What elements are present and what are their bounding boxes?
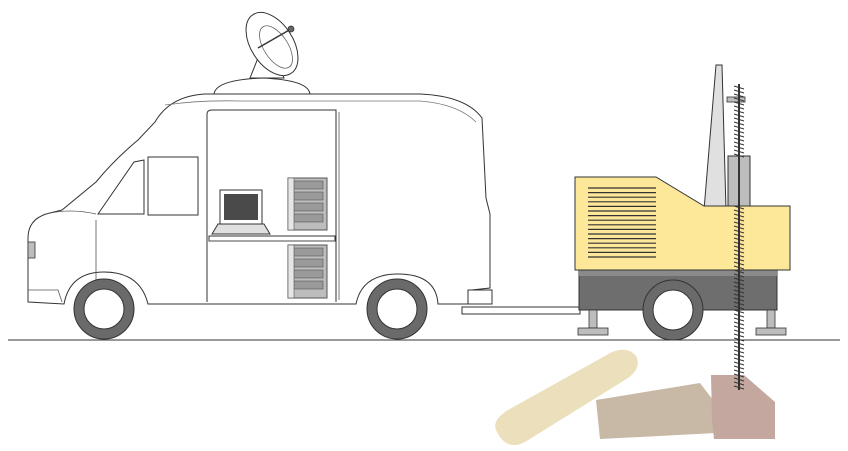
stabilizer-leg-right: [756, 310, 786, 335]
dish-feed-horn: [288, 26, 294, 32]
van-front-wheel: [74, 279, 134, 339]
van-headlight: [28, 242, 35, 258]
generator-housing: [575, 177, 790, 270]
stabilizer-leg-left: [578, 310, 608, 335]
equipment-rack-lower: [288, 245, 327, 298]
tow-bar: [462, 307, 580, 314]
van-rear-bumper: [468, 290, 492, 304]
van-rear-wheel: [367, 279, 427, 339]
mast-plate: [704, 65, 726, 210]
satellite-dish: [214, 3, 310, 95]
desk-top: [209, 236, 335, 241]
van-side-window: [148, 157, 198, 215]
trailer-deck: [579, 270, 777, 276]
mast-top-clamp: [727, 97, 745, 102]
dish-reflector: [235, 3, 308, 85]
equipment-rack-upper: [288, 178, 327, 230]
laptop-screen: [224, 194, 258, 220]
trailer-wheel: [643, 280, 703, 340]
drill-rig-trailer: [575, 65, 790, 340]
laptop: [212, 190, 270, 234]
rock-medium: [596, 383, 716, 439]
dish-base: [214, 78, 310, 95]
drill-mast: [704, 65, 750, 210]
laptop-keyboard: [212, 224, 270, 234]
subsurface-rocks: [495, 350, 775, 445]
